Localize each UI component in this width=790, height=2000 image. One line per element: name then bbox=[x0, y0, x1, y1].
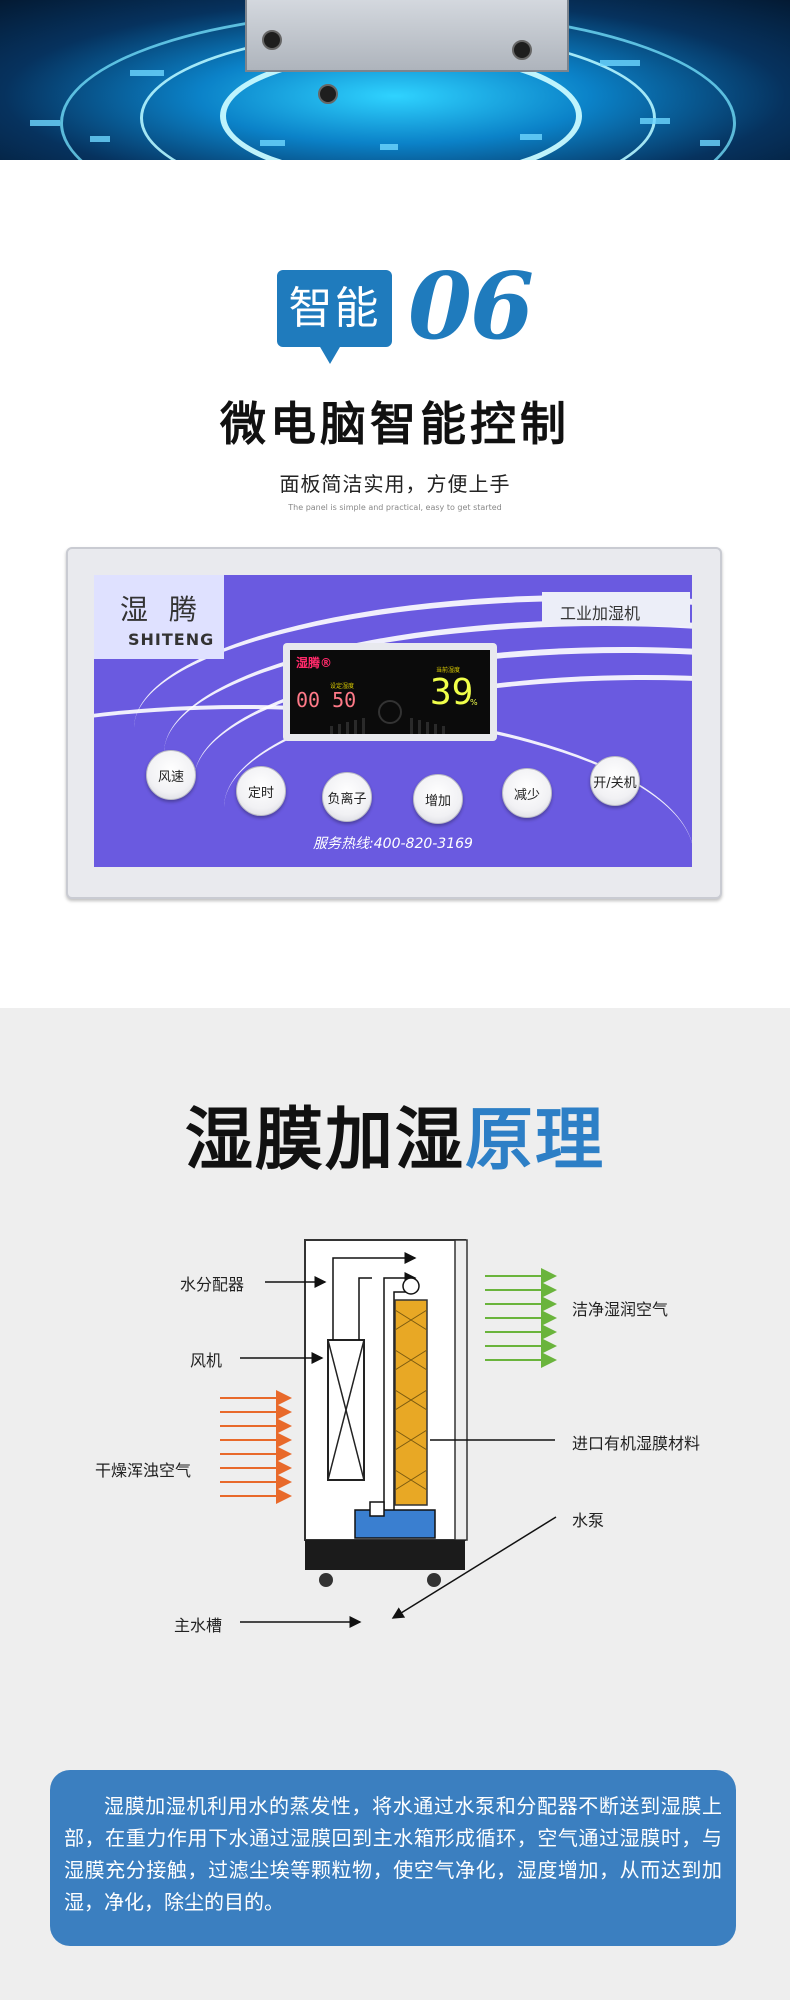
fan-icon bbox=[378, 700, 402, 724]
label-main-tank: 主水槽 bbox=[174, 1616, 223, 1635]
button-fan-speed[interactable]: 风速 bbox=[146, 750, 196, 800]
lcd-current-label: 当前湿度 bbox=[436, 667, 461, 674]
brand-logo-cn: 湿 腾 bbox=[120, 593, 203, 626]
principle-title-part1: 湿膜加湿 bbox=[184, 1101, 465, 1180]
badge-tail bbox=[316, 340, 344, 364]
brand-logo-area bbox=[94, 575, 224, 659]
description-box bbox=[50, 1770, 736, 1946]
label-dry-air: 干燥浑浊空气 bbox=[95, 1461, 192, 1480]
humidifier-machine bbox=[245, 0, 569, 72]
section-badge: 智能 bbox=[277, 270, 392, 347]
button-timer[interactable]: 定时 bbox=[236, 766, 286, 816]
label-leaders bbox=[240, 1276, 557, 1628]
model-label-area bbox=[542, 592, 690, 626]
hero-banner-image bbox=[0, 0, 790, 160]
label-distributor: 水分配器 bbox=[180, 1275, 245, 1294]
label-clean-air: 洁净湿润空气 bbox=[572, 1300, 669, 1319]
section-number: 06 bbox=[408, 252, 534, 360]
label-fan: 风机 bbox=[190, 1351, 223, 1370]
lcd-current-humidity: 39 bbox=[430, 672, 474, 713]
label-membrane: 进口有机湿膜材料 bbox=[572, 1434, 701, 1453]
button-anion[interactable]: 负离子 bbox=[322, 772, 372, 822]
button-decrease[interactable]: 减少 bbox=[502, 768, 552, 818]
model-label: 工业加湿机 bbox=[560, 604, 641, 623]
button-power[interactable]: 开/关机 bbox=[590, 756, 640, 806]
main-water-tank bbox=[354, 1501, 436, 1539]
section-subtitle: 面板简洁实用，方便上手 bbox=[279, 472, 511, 496]
dry-air-arrows bbox=[220, 1390, 292, 1504]
section-title: 微电脑智能控制 bbox=[220, 397, 570, 451]
principle-title: 湿膜加湿原理 bbox=[0, 1084, 790, 1183]
brand-logo-en: SHITENG bbox=[128, 630, 215, 649]
description-text: 湿膜加湿机利用水的蒸发性，将水通过水泵和分配器不断送到湿膜上部，在重力作用下水通… bbox=[64, 1794, 722, 1914]
wet-membrane bbox=[394, 1277, 428, 1506]
principle-diagram bbox=[220, 1239, 557, 1628]
lcd-set-humidity: 00 50 bbox=[296, 688, 357, 712]
principle-title-part2: 原理 bbox=[465, 1101, 606, 1180]
label-pump: 水泵 bbox=[572, 1511, 605, 1530]
humidifier-housing bbox=[304, 1239, 468, 1587]
clean-air-arrows bbox=[485, 1268, 557, 1368]
lcd-brand: 湿腾® bbox=[296, 656, 333, 670]
service-hotline: 服务热线:400-820-3169 bbox=[313, 836, 473, 852]
button-increase[interactable]: 增加 bbox=[413, 774, 463, 824]
section-subtitle-en: The panel is simple and practical, easy … bbox=[288, 503, 502, 512]
lcd-display bbox=[290, 650, 490, 734]
lcd-percent-sign: % bbox=[470, 698, 478, 707]
fan-unit bbox=[327, 1339, 365, 1481]
lcd-set-label: 设定湿度 bbox=[330, 683, 355, 690]
